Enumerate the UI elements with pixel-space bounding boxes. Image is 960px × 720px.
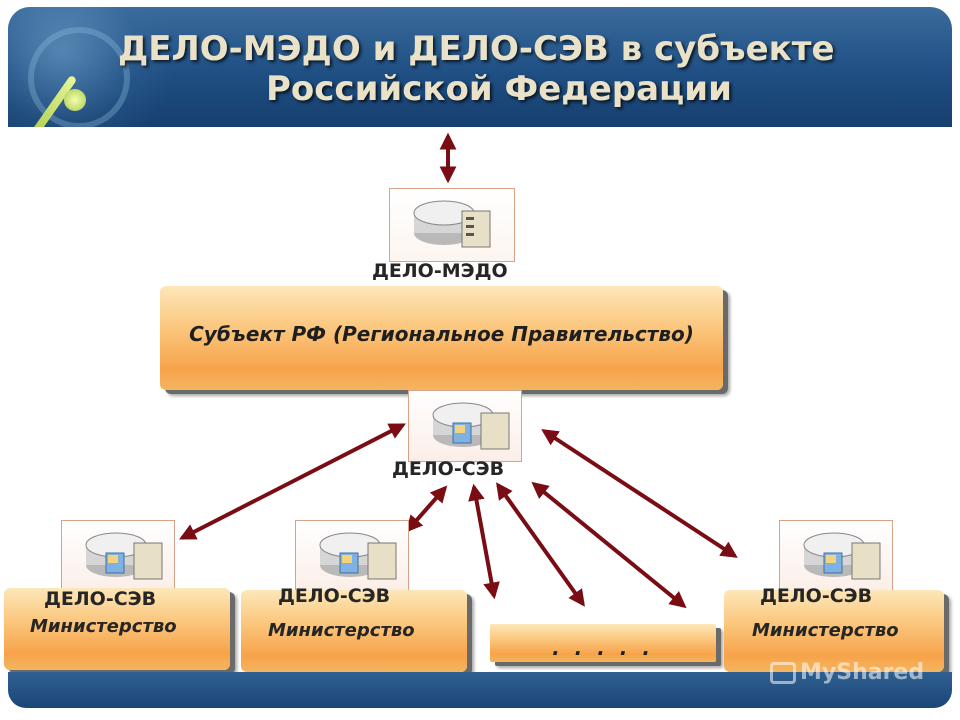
watermark: MyShared	[770, 660, 924, 685]
ministry1-sublabel: Министерство	[30, 616, 177, 637]
region-government-box: Субъект РФ (Региональное Правительство)	[160, 286, 723, 390]
ministry3-box	[724, 590, 944, 672]
arrow-hub-ministry3	[541, 429, 738, 558]
arrow-hub-ministry1	[179, 423, 406, 540]
ministry3-sublabel: Министерство	[752, 620, 899, 641]
ellipsis-box: . . . . .	[490, 624, 716, 662]
server-database-icon	[319, 532, 397, 580]
arrow-hub-ellipsis2	[496, 482, 585, 607]
ministry1-box	[4, 588, 230, 670]
header-decor-dot	[64, 89, 86, 111]
arrow-hub-ellipsis3	[531, 481, 687, 609]
medo-label: ДЕЛО-МЭДО	[372, 260, 508, 282]
watermark-logo-icon	[770, 662, 796, 684]
server-database-icon	[803, 532, 881, 580]
ministry2-box	[241, 590, 467, 672]
ellipsis-text: . . . . .	[552, 636, 654, 660]
ministry2-label: ДЕЛО-СЭВ	[278, 585, 391, 607]
ministry1-server-box	[61, 520, 175, 592]
ministry2-server-box	[295, 520, 409, 592]
region-government-text: Субъект РФ (Региональное Правительство)	[189, 322, 694, 346]
header-banner: ДЕЛО-МЭДО и ДЕЛО-СЭВ в субъекте Российск…	[8, 7, 952, 127]
medo-server-box	[389, 188, 515, 262]
header-decor-ring	[28, 27, 130, 127]
ministry3-label: ДЕЛО-СЭВ	[760, 585, 873, 607]
sev-hub-server-box	[408, 390, 522, 462]
ministry2-sublabel: Министерство	[268, 620, 415, 641]
server-database-icon	[432, 402, 510, 450]
arrow-hub-ministry2	[405, 485, 448, 533]
watermark-text: MyShared	[800, 660, 925, 685]
server-database-icon	[413, 200, 491, 248]
server-database-icon	[85, 532, 163, 580]
arrow-hub-ellipsis1	[468, 483, 500, 600]
sev-hub-label: ДЕЛО-СЭВ	[392, 458, 505, 480]
ministry3-server-box	[779, 520, 893, 592]
page-title-line1: ДЕЛО-МЭДО и ДЕЛО-СЭВ в субъекте	[118, 29, 835, 69]
ministry1-label: ДЕЛО-СЭВ	[44, 588, 157, 610]
page-title-line2: Российской Федерации	[266, 69, 732, 109]
